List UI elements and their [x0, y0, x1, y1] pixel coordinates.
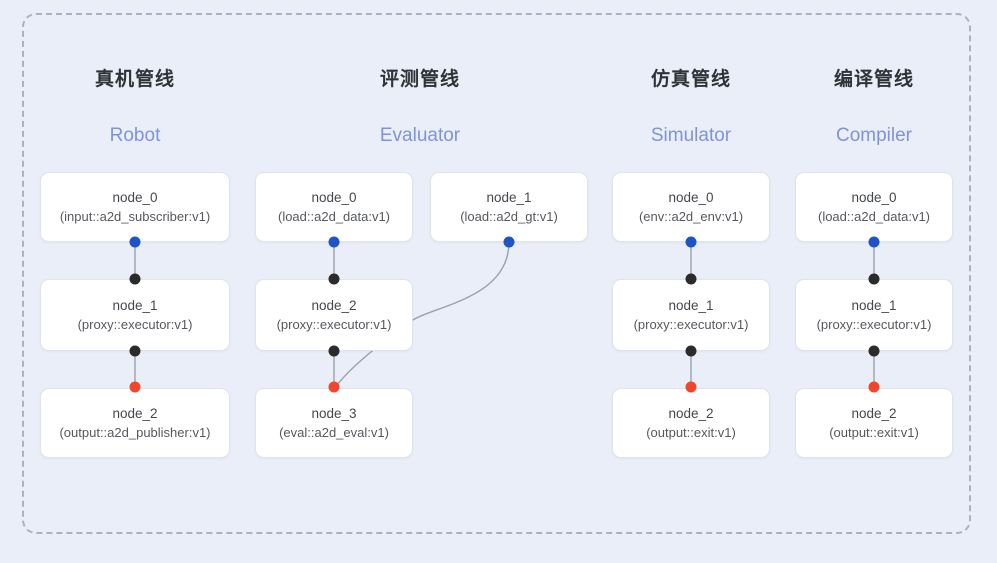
node-title: node_0 — [112, 189, 158, 205]
node-title: node_2 — [851, 405, 897, 421]
port-robot-2-in[interactable] — [129, 381, 141, 393]
node-simulator-0[interactable]: node_0 (env::a2d_env:v1) — [612, 172, 770, 242]
node-title: node_2 — [311, 297, 357, 313]
node-spec: (output::exit:v1) — [646, 424, 736, 440]
node-spec: (proxy::executor:v1) — [276, 316, 392, 332]
node-title: node_2 — [112, 405, 158, 421]
port-compiler-0-out[interactable] — [868, 236, 880, 248]
node-simulator-2[interactable]: node_2 (output::exit:v1) — [612, 388, 770, 458]
node-spec: (input::a2d_subscriber:v1) — [59, 208, 211, 224]
node-robot-2[interactable]: node_2 (output::a2d_publisher:v1) — [40, 388, 230, 458]
port-robot-1-out[interactable] — [129, 345, 141, 357]
port-evaluator-3-in[interactable] — [328, 381, 340, 393]
port-compiler-1-in[interactable] — [868, 273, 880, 285]
node-title: node_0 — [668, 189, 714, 205]
column-subtitle-evaluator: Evaluator — [379, 125, 461, 146]
node-title: node_1 — [112, 297, 158, 313]
node-spec: (output::exit:v1) — [829, 424, 919, 440]
node-evaluator-0[interactable]: node_0 (load::a2d_data:v1) — [255, 172, 413, 242]
port-simulator-2-in[interactable] — [685, 381, 697, 393]
node-spec: (proxy::executor:v1) — [816, 316, 932, 332]
node-compiler-2[interactable]: node_2 (output::exit:v1) — [795, 388, 953, 458]
port-evaluator-2-out[interactable] — [328, 345, 340, 357]
node-evaluator-3[interactable]: node_3 (eval::a2d_eval:v1) — [255, 388, 413, 458]
node-compiler-1[interactable]: node_1 (proxy::executor:v1) — [795, 279, 953, 351]
node-title: node_0 — [851, 189, 897, 205]
node-evaluator-2[interactable]: node_2 (proxy::executor:v1) — [255, 279, 413, 351]
port-evaluator-2-in[interactable] — [328, 273, 340, 285]
node-simulator-1[interactable]: node_1 (proxy::executor:v1) — [612, 279, 770, 351]
node-spec: (env::a2d_env:v1) — [638, 208, 744, 224]
node-spec: (load::a2d_gt:v1) — [460, 208, 558, 224]
port-simulator-1-out[interactable] — [685, 345, 697, 357]
port-compiler-2-in[interactable] — [868, 381, 880, 393]
port-compiler-1-out[interactable] — [868, 345, 880, 357]
node-title: node_0 — [311, 189, 357, 205]
node-spec: (load::a2d_data:v1) — [817, 208, 931, 224]
column-title-compiler: 编译管线 — [833, 69, 914, 90]
node-spec: (proxy::executor:v1) — [77, 316, 193, 332]
column-subtitle-robot: Robot — [109, 125, 161, 146]
node-compiler-0[interactable]: node_0 (load::a2d_data:v1) — [795, 172, 953, 242]
port-simulator-0-out[interactable] — [685, 236, 697, 248]
node-spec: (proxy::executor:v1) — [633, 316, 749, 332]
node-spec: (output::a2d_publisher:v1) — [59, 424, 211, 440]
node-title: node_2 — [668, 405, 714, 421]
port-evaluator-0-out[interactable] — [328, 236, 340, 248]
node-evaluator-1[interactable]: node_1 (load::a2d_gt:v1) — [430, 172, 588, 242]
column-subtitle-simulator: Simulator — [650, 125, 732, 146]
port-simulator-1-in[interactable] — [685, 273, 697, 285]
node-title: node_1 — [486, 189, 532, 205]
node-spec: (eval::a2d_eval:v1) — [279, 424, 389, 440]
column-title-robot: 真机管线 — [94, 69, 175, 90]
node-title: node_3 — [311, 405, 357, 421]
node-spec: (load::a2d_data:v1) — [277, 208, 391, 224]
port-evaluator-1-out[interactable] — [503, 236, 515, 248]
column-title-evaluator: 评测管线 — [379, 69, 460, 90]
column-title-simulator: 仿真管线 — [650, 69, 731, 90]
node-title: node_1 — [851, 297, 897, 313]
node-robot-0[interactable]: node_0 (input::a2d_subscriber:v1) — [40, 172, 230, 242]
column-subtitle-compiler: Compiler — [835, 125, 913, 146]
node-title: node_1 — [668, 297, 714, 313]
port-robot-0-out[interactable] — [129, 236, 141, 248]
node-robot-1[interactable]: node_1 (proxy::executor:v1) — [40, 279, 230, 351]
port-robot-1-in[interactable] — [129, 273, 141, 285]
